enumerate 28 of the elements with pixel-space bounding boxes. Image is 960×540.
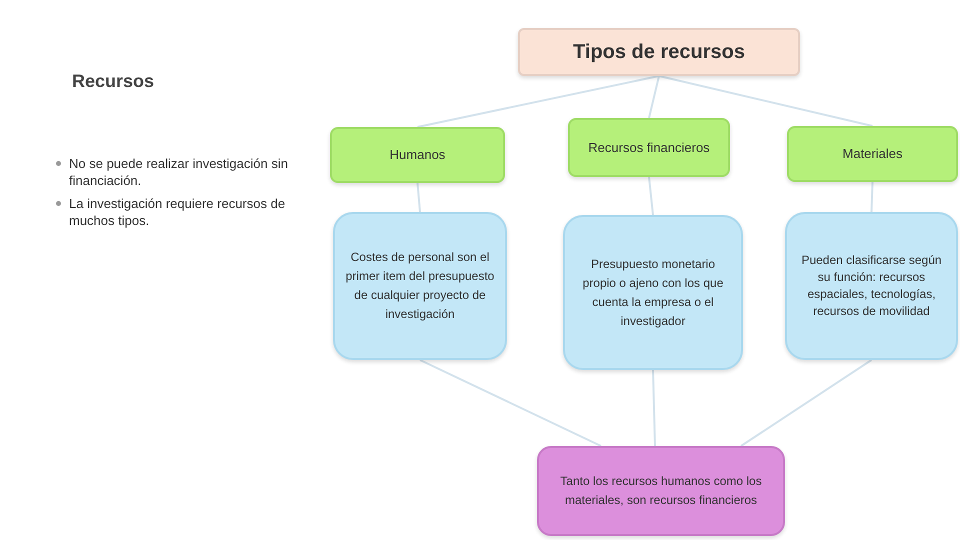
category-box <box>330 127 505 183</box>
category-box <box>787 126 958 182</box>
connector-line <box>870 182 874 212</box>
bullet-text: La investigación requiere recursos de muchos tipos. <box>69 195 286 229</box>
node-text: Presupuesto monetario propio o ajeno con los que cuenta la empresa o el investigador <box>582 256 724 330</box>
node-text: Tanto los recursos humanos como los materiales, son recursos financieros <box>559 473 763 509</box>
conclusion-box <box>537 446 785 536</box>
node-text: Costes de personal son el primer item del presupuesto de cualquier proyecto de investigación <box>344 249 496 323</box>
connector-line <box>417 75 660 128</box>
node-text: Materiales <box>842 145 902 164</box>
connector-line <box>658 75 873 127</box>
connector-line <box>652 370 656 446</box>
connector-line <box>416 182 421 212</box>
category-box <box>568 118 730 177</box>
slide-heading: Recursos <box>72 70 154 93</box>
bullet-text: No se puede realizar investigación sin financiación. <box>69 155 289 189</box>
node-text: Tipos de recursos <box>573 40 745 65</box>
connector-line <box>648 176 654 216</box>
node-text: Humanos <box>390 146 446 164</box>
node-text: Recursos financieros <box>588 138 710 157</box>
node-text: Pueden clasificarse según su función: recursos espaciales, tecnologías, recursos de movilidad <box>800 252 943 320</box>
connector-line <box>420 359 602 447</box>
description-box <box>333 212 507 360</box>
description-box <box>785 212 958 360</box>
connector-line <box>648 76 660 118</box>
connector-line <box>740 359 872 447</box>
title-box <box>518 28 800 76</box>
description-box <box>563 215 743 370</box>
